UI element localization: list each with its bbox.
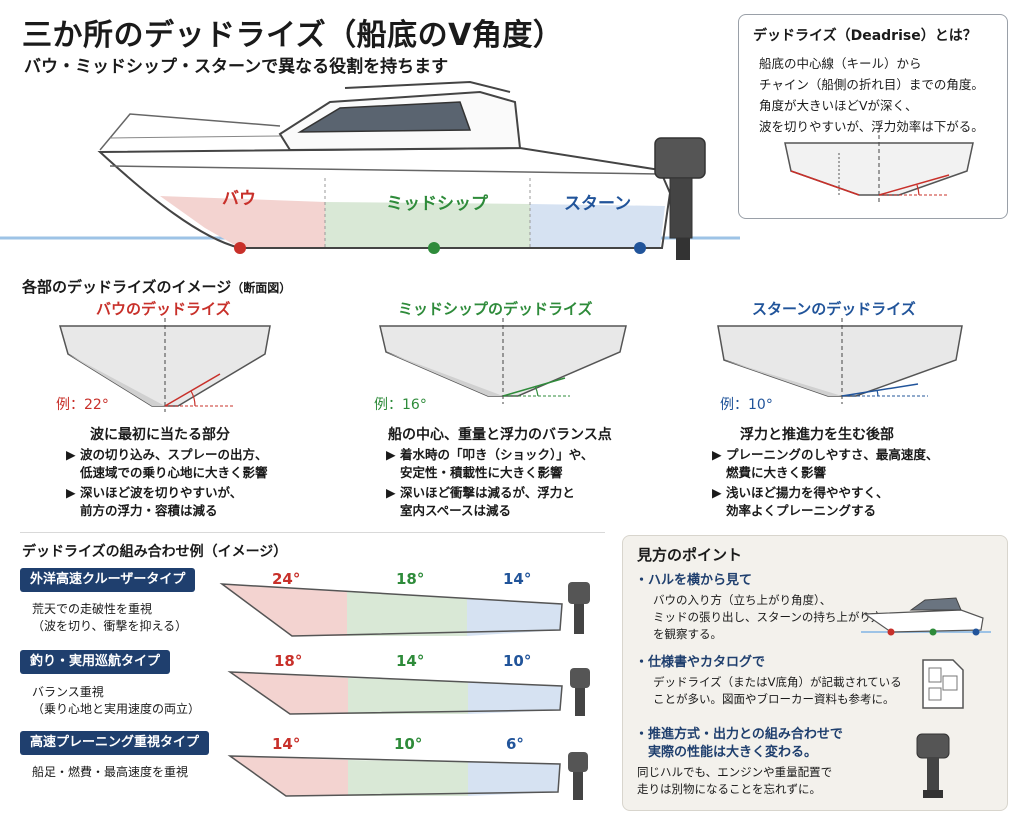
mid-marker-dot xyxy=(428,242,440,254)
combos-heading: デッドライズの組み合わせ例（イメージ） xyxy=(22,544,288,560)
outboard-engine-icon xyxy=(654,137,706,179)
type3-hull-profile xyxy=(227,752,588,800)
definition-line: 波を切りやすいが、浮力効率は下がる。 xyxy=(759,119,984,134)
type3-bow-degree: 14° xyxy=(272,735,301,753)
mid-zone-shade xyxy=(325,202,530,248)
stern-subtitle: 浮力と推進力を生む後部 xyxy=(740,427,894,443)
deadrise-definition-diagram xyxy=(784,135,974,205)
point-1-head: ・ハルを横から見て xyxy=(635,573,753,588)
sections-heading-note: （断面図） xyxy=(231,281,292,295)
boat-side-view xyxy=(0,80,740,260)
viewing-points-title: 見方のポイント xyxy=(637,546,743,564)
page-subtitle: バウ・ミッドシップ・スターンで異なる役割を持ちます xyxy=(24,57,449,77)
stern-marker-dot xyxy=(634,242,646,254)
type1-hull-profile xyxy=(219,582,590,637)
viewing-points-box: 見方のポイント ・ハルを横から見て バウの入り方（立ち上がり角度）、 ミッドの張… xyxy=(622,535,1008,811)
type-desc-planing: 船足・燃費・最高速度を重視 xyxy=(32,765,189,779)
type2-hull-profile xyxy=(227,668,590,716)
page-title: 三か所のデッドライズ（船底のV角度） xyxy=(22,18,564,53)
outboard-engine-icon xyxy=(916,733,950,798)
type-desc-offshore: 荒天での走破性を重視 （波を切り、衝撃を抑える） xyxy=(32,602,188,633)
definition-line: チャイン（船側の折れ目）までの角度。 xyxy=(759,77,984,92)
zone-label-bow: バウ xyxy=(222,189,256,209)
stern-section-title: スターンのデッドライズ xyxy=(752,300,916,318)
definition-title: デッドライズ（Deadrise）とは？ xyxy=(753,28,977,44)
point-3-head: ・推進方式・出力との組み合わせで 実際の性能は大きく変わる。 xyxy=(635,727,843,760)
type2-bow-degree: 18° xyxy=(274,652,303,670)
definition-box: デッドライズ（Deadrise）とは？ 船底の中心線（キール）から チャイン（船… xyxy=(738,14,1008,219)
section-divider xyxy=(20,532,605,533)
stern-cross-section xyxy=(717,318,963,404)
sections-heading: 各部のデッドライズのイメージ（断面図） xyxy=(22,278,292,296)
point-2-head: ・仕様書やカタログで xyxy=(635,655,766,670)
type1-bow-degree: 24° xyxy=(272,570,301,588)
point-2-body: デッドライズ（またはV底角）が記載されている ことが多い。図面やブローカー資料も… xyxy=(653,675,902,706)
stern-bullet: ▶プレーニングのしやすさ、最高速度、 燃費に大きく影響 xyxy=(712,447,939,480)
point-1-body: バウの入り方（立ち上がり角度）、 ミッドの張り出し、スターンの持ち上がり方 を観… xyxy=(653,593,883,641)
stern-bullet: ▶浅いほど揚力を得ややすく、 効率よくプレーニングする xyxy=(712,485,889,518)
catalog-document-icon xyxy=(922,659,964,709)
zone-label-stern: スターン xyxy=(564,194,632,214)
bow-section-title: バウのデッドライズ xyxy=(96,300,231,318)
boat-thumbnail xyxy=(861,597,991,636)
bow-bullet: ▶波の切り込み、スプレーの出方、 低速域での乗り心地に大きく影響 xyxy=(66,447,268,480)
bow-bullet: ▶深いほど波を切りやすいが、 前方の浮力・容積は減る xyxy=(66,485,243,518)
type2-mid-degree: 14° xyxy=(396,652,425,670)
type1-mid-degree: 18° xyxy=(396,570,425,588)
bow-cross-section xyxy=(59,318,271,412)
bow-subtitle: 波に最初に当たる部分 xyxy=(90,427,230,443)
stern-example-angle: 例：10° xyxy=(720,397,773,413)
hull-outline xyxy=(97,146,672,249)
type3-mid-degree: 10° xyxy=(394,735,423,753)
type-desc-fishing: バランス重視 （乗り心地と実用速度の両立） xyxy=(32,685,201,716)
bow-example-angle: 例：22° xyxy=(56,397,109,413)
stern-zone-shade xyxy=(530,204,665,248)
type1-stern-degree: 14° xyxy=(503,570,532,588)
type-badge-offshore: 外洋高速クルーザータイプ xyxy=(20,568,196,592)
point-3-body: 同じハルでも、エンジンや重量配置で 走りは別物になることを忘れずに。 xyxy=(637,765,833,796)
definition-line: 船底の中心線（キール）から xyxy=(759,56,922,71)
mid-example-angle: 例：16° xyxy=(374,397,427,413)
mid-bullet: ▶深いほど衝撃は減るが、浮力と 室内スペースは減る xyxy=(386,485,575,518)
type2-stern-degree: 10° xyxy=(503,652,532,670)
mid-cross-section xyxy=(379,318,627,404)
mid-bullet: ▶着水時の「叩き（ショック）」や、 安定性・積載性に大きく影響 xyxy=(386,447,594,480)
mid-subtitle: 船の中心、重量と浮力のバランス点 xyxy=(388,427,612,443)
zone-label-mid: ミッドシップ xyxy=(386,194,488,214)
bow-marker-dot xyxy=(234,242,246,254)
mid-section-title: ミッドシップのデッドライズ xyxy=(398,300,593,318)
definition-line: 角度が大きいほどVが深く、 xyxy=(759,98,918,113)
type3-stern-degree: 6° xyxy=(506,735,524,753)
type-badge-fishing: 釣り・実用巡航タイプ xyxy=(20,650,171,674)
bow-zone-shade xyxy=(160,196,325,248)
type-badge-planing: 高速プレーニング重視タイプ xyxy=(20,731,210,755)
